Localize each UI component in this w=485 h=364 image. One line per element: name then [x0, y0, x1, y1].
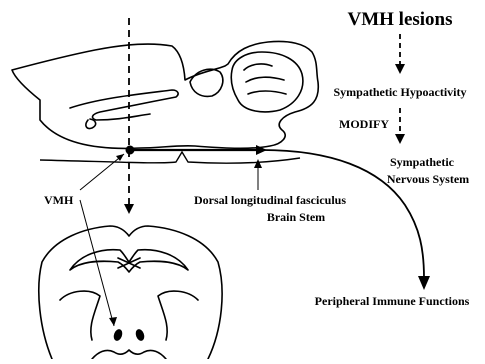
sagittal-brain-section [12, 41, 318, 148]
brain-stem-pointer-arrowhead [254, 159, 262, 168]
vmh-pointer-to-dot [80, 154, 124, 190]
vmh-label: VMH [44, 193, 74, 207]
cerebellum-outline [231, 52, 303, 112]
left-cortex-fold [60, 291, 100, 340]
curved-arrowhead [418, 276, 430, 290]
brain-stem-label: Brain Stem [267, 210, 325, 224]
cerebrum-outline [12, 41, 318, 148]
vmh-pointer-arrowhead-bottom [109, 317, 117, 326]
title-arrowhead [395, 64, 405, 74]
title-vmh-lesions: VMH lesions [347, 9, 452, 30]
section-line-arrowhead [124, 204, 134, 214]
ventricle-loop [86, 119, 96, 128]
modify-arrowhead [395, 134, 405, 144]
coronal-brain-section [39, 226, 222, 359]
corpus-callosum [70, 90, 178, 120]
sympathetic-line1: Sympathetic [390, 155, 455, 169]
right-cortex-fold [158, 291, 198, 340]
brain-stem-tract [40, 152, 300, 163]
vmh-left-lesion [112, 328, 124, 342]
hypothalamus-base [92, 350, 166, 359]
sympathetic-line2: Nervous System [387, 172, 469, 186]
peripheral-immune-label: Peripheral Immune Functions [315, 294, 470, 308]
third-ventricle-x [118, 258, 140, 268]
modify-label: MODIFY [339, 117, 389, 131]
sympathetic-hypoactivity-label: Sympathetic Hypoactivity [334, 85, 467, 99]
vmh-right-lesion [134, 328, 146, 342]
pointer-lines [80, 154, 258, 326]
lateral-ventricles [70, 250, 188, 272]
cerebellum-folia [244, 64, 286, 94]
vmh-lesion-dot [126, 146, 135, 155]
fasciculus-label: Dorsal longitudinal fasciculus [194, 193, 346, 207]
colliculus-bump [190, 69, 223, 96]
coronal-outer-outline [39, 226, 222, 359]
brain-stem-lower-line [40, 152, 300, 163]
